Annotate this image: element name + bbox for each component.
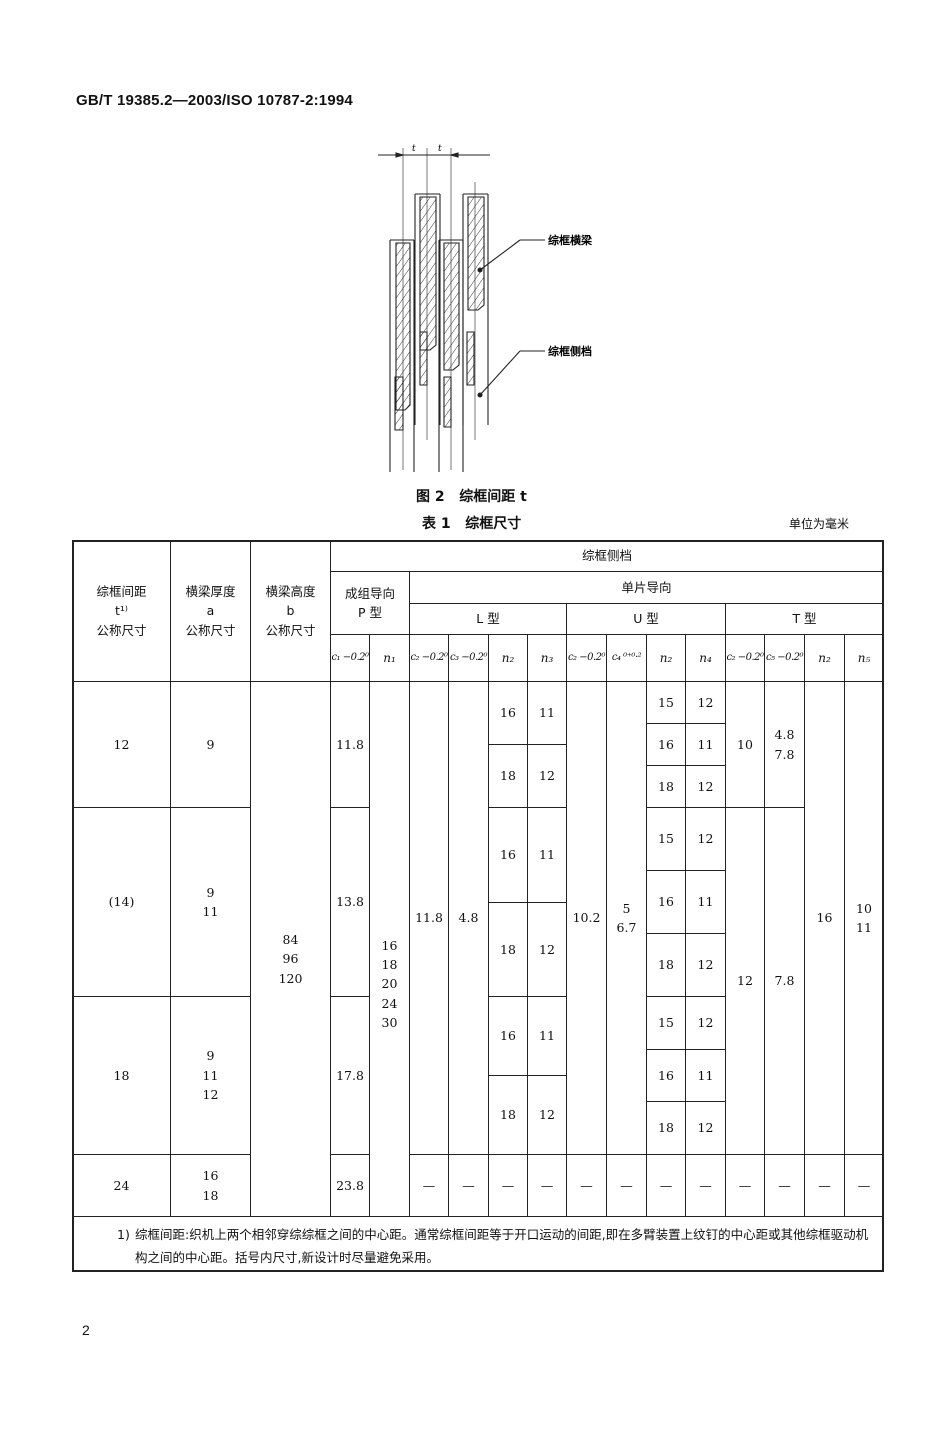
cell-u-n2: 16	[646, 1049, 686, 1102]
header-single-guide: 单片导向	[409, 571, 884, 604]
dimension-t-right: t	[438, 144, 442, 154]
header-bar-thickness: 横梁厚度 a 公称尺寸	[170, 540, 251, 682]
footnote-text: 综框间距:织机上两个相邻穿综综框之间的中心距。通常综框间距等于开口运动的间距,即…	[135, 1227, 869, 1265]
cell-u-n4: 12	[685, 807, 726, 871]
figure-caption: 图 2 综框间距 t	[416, 489, 527, 505]
dimension-t-left: t	[412, 144, 416, 154]
cell-l-n3: 12	[527, 1075, 567, 1155]
cell-t-c2-row1: 10	[725, 681, 765, 808]
cell-l-c2-merged: 11.8	[409, 681, 449, 1155]
header-u-type: U 型	[566, 603, 726, 635]
subheader-u-c2: c₂ −0.2⁰	[566, 634, 607, 682]
cell-l-n2: 16	[488, 681, 528, 745]
cell-c1-row1: 11.8	[330, 681, 370, 808]
dash-cell: —	[844, 1154, 884, 1217]
cell-a-row1: 9	[170, 681, 251, 808]
cell-l-n3: 11	[527, 807, 567, 903]
cell-t-n2-merged: 16	[804, 681, 845, 1155]
cell-t-c5-row2: 7.8	[764, 807, 805, 1155]
callout-heald-frame-bar: 综框横梁	[548, 233, 593, 247]
cell-u-c4-merged: 5 6.7	[606, 681, 647, 1155]
cell-t-14: (14)	[72, 807, 171, 997]
table-outer-border	[72, 540, 884, 1272]
cell-u-n2: 15	[646, 807, 686, 871]
cell-u-n4: 12	[685, 996, 726, 1050]
subheader-l-c2: c₂ −0.2⁰	[409, 634, 449, 682]
subheader-l-n3: n₃	[527, 634, 567, 682]
cell-a-row3: 9 11 12	[170, 996, 251, 1155]
cell-l-n3: 12	[527, 744, 567, 808]
cell-u-n4: 11	[685, 870, 726, 934]
dash-cell: —	[804, 1154, 845, 1217]
subheader-t-c5: c₅ −0.2⁰	[764, 634, 805, 682]
cell-u-n4: 11	[685, 723, 726, 766]
cell-l-n2: 18	[488, 902, 528, 997]
cell-a-row2: 9 11	[170, 807, 251, 997]
header-side-stay: 综框侧档	[330, 540, 884, 572]
cell-n1-merged: 16 18 20 24 30	[369, 681, 410, 1217]
cell-u-n4: 12	[685, 681, 726, 724]
cell-l-n2: 18	[488, 744, 528, 808]
subheader-u-n2: n₂	[646, 634, 686, 682]
header-bar-height: 横梁高度 b 公称尺寸	[250, 540, 331, 682]
heald-frame-spacing-diagram: t t 综框横梁 综框侧档	[378, 144, 593, 472]
unit-label: 单位为毫米	[789, 517, 850, 531]
cell-l-n2: 16	[488, 996, 528, 1076]
cell-l-n3: 12	[527, 902, 567, 997]
header-group-guide-p: 成组导向 P 型	[330, 571, 410, 635]
cell-t-n5-merged: 10 11	[844, 681, 884, 1155]
dash-cell: —	[488, 1154, 528, 1217]
subheader-c1: c₁ −0.2⁰	[330, 634, 370, 682]
cell-u-n2: 15	[646, 996, 686, 1050]
cell-c1-row3: 17.8	[330, 996, 370, 1155]
footnote-mark: 1)	[117, 1227, 130, 1242]
table-caption: 表 1 综框尺寸	[422, 516, 522, 532]
page-number: 2	[82, 1322, 90, 1338]
cell-b-merged: 84 96 120	[250, 681, 331, 1217]
cell-t-c5-row1: 4.8 7.8	[764, 681, 805, 808]
standard-code: GB/T 19385.2—2003/ISO 10787-2:1994	[76, 92, 353, 109]
cell-c1-row4: 23.8	[330, 1154, 370, 1217]
callout-heald-frame-side-stay: 综框侧档	[548, 344, 592, 358]
cell-a-row4: 16 18	[170, 1154, 251, 1217]
subheader-n1: n₁	[369, 634, 410, 682]
